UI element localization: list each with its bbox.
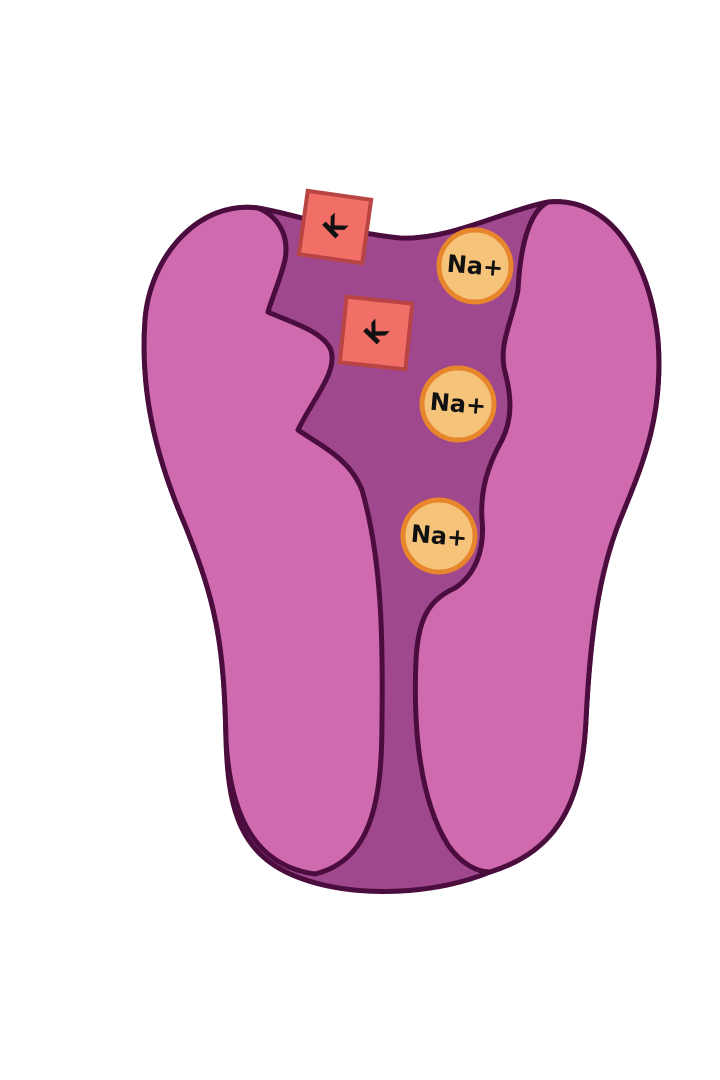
- sodium-ion-label: Na+: [429, 388, 488, 421]
- pump-left-subunit: [141, 204, 385, 877]
- sodium-ion: Na+: [400, 497, 478, 575]
- sodium-ion: Na+: [436, 227, 514, 305]
- sodium-ion: Na+: [419, 365, 497, 443]
- sodium-ion-label: Na+: [446, 250, 505, 283]
- potassium-ion: K: [296, 188, 374, 266]
- sodium-ion-label: Na+: [410, 520, 469, 553]
- potassium-ion: K: [337, 294, 415, 372]
- pump-right-subunit: [412, 199, 662, 875]
